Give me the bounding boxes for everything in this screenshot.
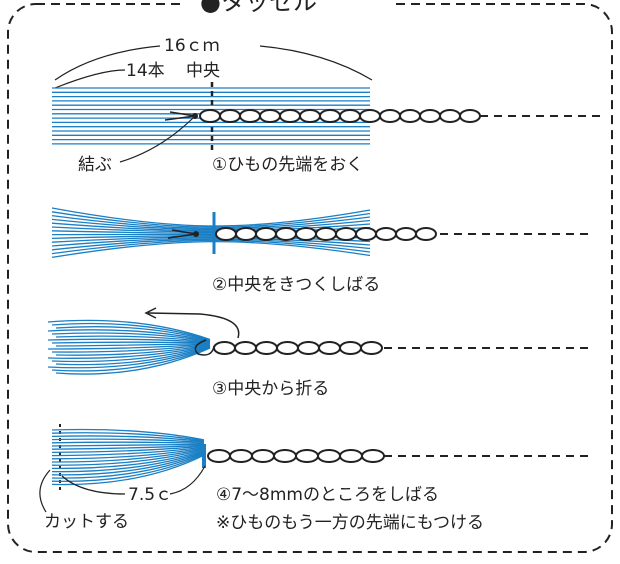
cord-loop xyxy=(214,342,235,354)
cord-loop xyxy=(240,110,260,122)
cord-loop xyxy=(460,110,480,122)
cord-loop xyxy=(236,228,256,240)
strands-label: 14本 xyxy=(126,61,165,81)
cord-loop xyxy=(340,342,361,354)
title: ●タッセル xyxy=(200,0,317,16)
cord-loop xyxy=(336,228,356,240)
cord-loop xyxy=(230,450,252,462)
cord-loop xyxy=(361,342,382,354)
step-2-caption: ②中央をきつくしばる xyxy=(212,275,380,295)
cord-loop xyxy=(340,110,360,122)
cord-chain xyxy=(200,110,480,122)
cord-loop xyxy=(235,342,256,354)
cord-loop xyxy=(320,110,340,122)
cord-chain xyxy=(208,450,384,462)
cord-loop xyxy=(200,110,220,122)
folded-bundle xyxy=(48,320,210,374)
cord-loop xyxy=(396,228,416,240)
cord-loop xyxy=(416,228,436,240)
dimension-arc-right xyxy=(260,46,372,80)
length-label: 16ｃｍ xyxy=(164,36,220,56)
cord-loop xyxy=(356,228,376,240)
step-1-caption: ①ひもの先端をおく xyxy=(212,155,363,175)
cord-loop xyxy=(208,450,230,462)
step-3-caption: ③中央から折る xyxy=(212,379,329,399)
thread-strand xyxy=(52,442,204,443)
tassel-bundle xyxy=(52,430,204,485)
cord-loop xyxy=(276,228,296,240)
cord-loop xyxy=(340,450,362,462)
step-1: 16ｃｍ 14本 中央 結ぶ ①ひもの先端をおく xyxy=(52,36,600,175)
cord-loop xyxy=(400,110,420,122)
step-4: 7.5ｃ カットする ④7〜8mmのところをしばる ※ひものもう一方の先端にもつ… xyxy=(40,424,594,533)
step-2: ②中央をきつくしばる xyxy=(52,208,588,295)
cord-loop xyxy=(256,342,277,354)
cord-loop xyxy=(300,110,320,122)
cord-loop xyxy=(318,450,340,462)
trim-length-label: 7.5ｃ xyxy=(128,485,172,505)
cord-chain xyxy=(214,342,382,354)
cord-loop xyxy=(220,110,240,122)
cord-loop xyxy=(440,110,460,122)
cord-loop xyxy=(277,342,298,354)
cord-loop xyxy=(298,342,319,354)
cord-loop xyxy=(256,228,276,240)
thread-strand xyxy=(52,342,210,343)
step-4-caption: ④7〜8mmのところをしばる xyxy=(216,485,439,505)
cord-loop xyxy=(252,450,274,462)
cord-loop xyxy=(274,450,296,462)
cord-loop xyxy=(280,110,300,122)
cord-loop xyxy=(260,110,280,122)
center-label: 中央 xyxy=(186,61,220,81)
step-4-note: ※ひものもう一方の先端にもつける xyxy=(216,513,484,533)
cord-loop xyxy=(420,110,440,122)
cord-loop xyxy=(362,450,384,462)
cut-leader xyxy=(40,470,50,512)
cord-loop xyxy=(216,228,236,240)
cord-loop xyxy=(316,228,336,240)
trim-leader-right xyxy=(170,466,205,494)
cord-loop xyxy=(380,110,400,122)
cord-loop xyxy=(296,228,316,240)
step-3: ③中央から折る xyxy=(48,308,594,399)
cut-label: カットする xyxy=(44,512,129,532)
cord-chain xyxy=(216,228,436,240)
tie-label: 結ぶ xyxy=(78,155,112,175)
cord-loop xyxy=(296,450,318,462)
cord-loop xyxy=(360,110,380,122)
cord-loop xyxy=(319,342,340,354)
cord-loop xyxy=(376,228,396,240)
